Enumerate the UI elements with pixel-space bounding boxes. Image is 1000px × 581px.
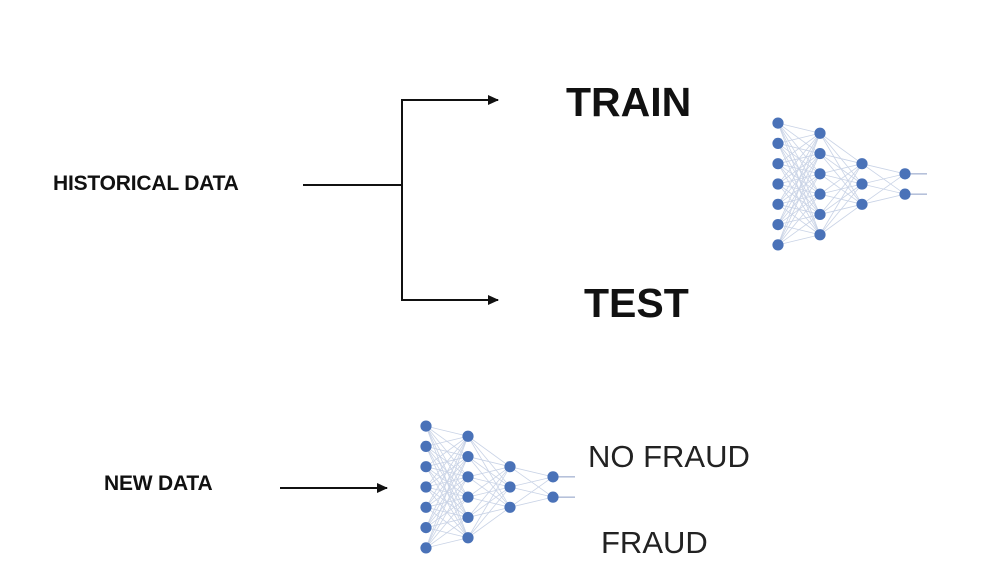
network-edge bbox=[777, 173, 821, 246]
network-node bbox=[772, 198, 784, 210]
network-edge bbox=[425, 436, 469, 549]
network-edge bbox=[777, 132, 821, 144]
network-node bbox=[420, 481, 432, 493]
network-edge bbox=[777, 193, 821, 246]
network-edge bbox=[819, 163, 863, 215]
network-node bbox=[772, 219, 784, 231]
network-node bbox=[856, 178, 868, 190]
network-node bbox=[547, 491, 559, 503]
network-node bbox=[462, 491, 474, 503]
network-edge bbox=[425, 537, 469, 549]
network-node bbox=[420, 420, 432, 432]
network-edge bbox=[819, 203, 863, 236]
network-node bbox=[814, 127, 826, 139]
network-node bbox=[856, 158, 868, 170]
network-edge bbox=[467, 486, 511, 539]
network-edge bbox=[509, 496, 554, 508]
network-edge bbox=[425, 436, 469, 528]
network-edge bbox=[777, 133, 821, 246]
network-edge bbox=[467, 435, 511, 468]
network-node bbox=[504, 481, 516, 493]
network-node bbox=[547, 471, 559, 483]
network-edge bbox=[777, 122, 821, 134]
network-edge bbox=[777, 214, 821, 246]
network-edge bbox=[425, 436, 469, 508]
network-node bbox=[856, 198, 868, 210]
network-node bbox=[814, 168, 826, 180]
network-node bbox=[462, 430, 474, 442]
network-edge bbox=[467, 466, 511, 518]
fraud-label: FRAUD bbox=[601, 525, 708, 560]
network-node bbox=[462, 450, 474, 463]
network-edge bbox=[467, 466, 511, 538]
new-data-network bbox=[420, 420, 575, 554]
test-label: TEST bbox=[584, 280, 689, 326]
network-edge bbox=[861, 163, 906, 175]
network-edge bbox=[509, 476, 554, 488]
network-node bbox=[814, 147, 826, 160]
network-edge bbox=[467, 506, 511, 539]
network-edge bbox=[425, 425, 469, 437]
historical-data-label: HISTORICAL DATA bbox=[53, 172, 239, 195]
network-edge bbox=[425, 435, 469, 488]
network-node bbox=[420, 461, 432, 473]
network-edge bbox=[819, 163, 863, 235]
network-node bbox=[462, 532, 474, 544]
network-node bbox=[814, 188, 826, 200]
network-edge bbox=[425, 496, 469, 549]
trained-network bbox=[772, 117, 927, 251]
network-node bbox=[462, 511, 474, 524]
network-edge bbox=[819, 153, 863, 165]
network-node bbox=[420, 542, 432, 554]
no-fraud-label: NO FRAUD bbox=[588, 439, 750, 474]
network-edge bbox=[777, 132, 821, 165]
network-node bbox=[772, 137, 784, 149]
train-label: TRAIN bbox=[566, 79, 692, 125]
network-edge bbox=[425, 435, 469, 447]
network-edge bbox=[425, 476, 469, 549]
network-node bbox=[772, 178, 784, 190]
network-edge bbox=[819, 163, 863, 175]
network-node bbox=[899, 188, 911, 200]
network-node bbox=[814, 208, 826, 221]
network-edge bbox=[819, 132, 863, 165]
network-edge bbox=[467, 456, 511, 468]
network-edge bbox=[819, 183, 863, 236]
network-node bbox=[420, 501, 432, 513]
network-edge bbox=[467, 466, 511, 478]
network-node bbox=[772, 158, 784, 170]
network-edge bbox=[777, 132, 821, 185]
network-node bbox=[772, 117, 784, 129]
network-edge bbox=[425, 435, 469, 468]
network-edge bbox=[819, 163, 863, 195]
network-edge bbox=[509, 476, 554, 508]
network-edge bbox=[509, 466, 554, 478]
network-node bbox=[504, 461, 516, 473]
network-node bbox=[462, 471, 474, 483]
network-edge bbox=[777, 234, 821, 246]
network-node bbox=[504, 501, 516, 513]
network-edge bbox=[467, 466, 511, 498]
network-edge bbox=[777, 133, 821, 225]
network-edge bbox=[861, 173, 906, 205]
network-node bbox=[420, 522, 432, 534]
network-edge bbox=[861, 193, 906, 205]
network-edge bbox=[425, 456, 469, 549]
network-edge bbox=[777, 153, 821, 246]
network-node bbox=[420, 440, 432, 452]
network-node bbox=[772, 239, 784, 251]
network-node bbox=[899, 168, 911, 180]
network-edge bbox=[777, 133, 821, 205]
new-data-label: NEW DATA bbox=[104, 472, 213, 495]
network-node bbox=[814, 229, 826, 241]
network-edge bbox=[425, 517, 469, 549]
network-edge bbox=[861, 173, 906, 185]
